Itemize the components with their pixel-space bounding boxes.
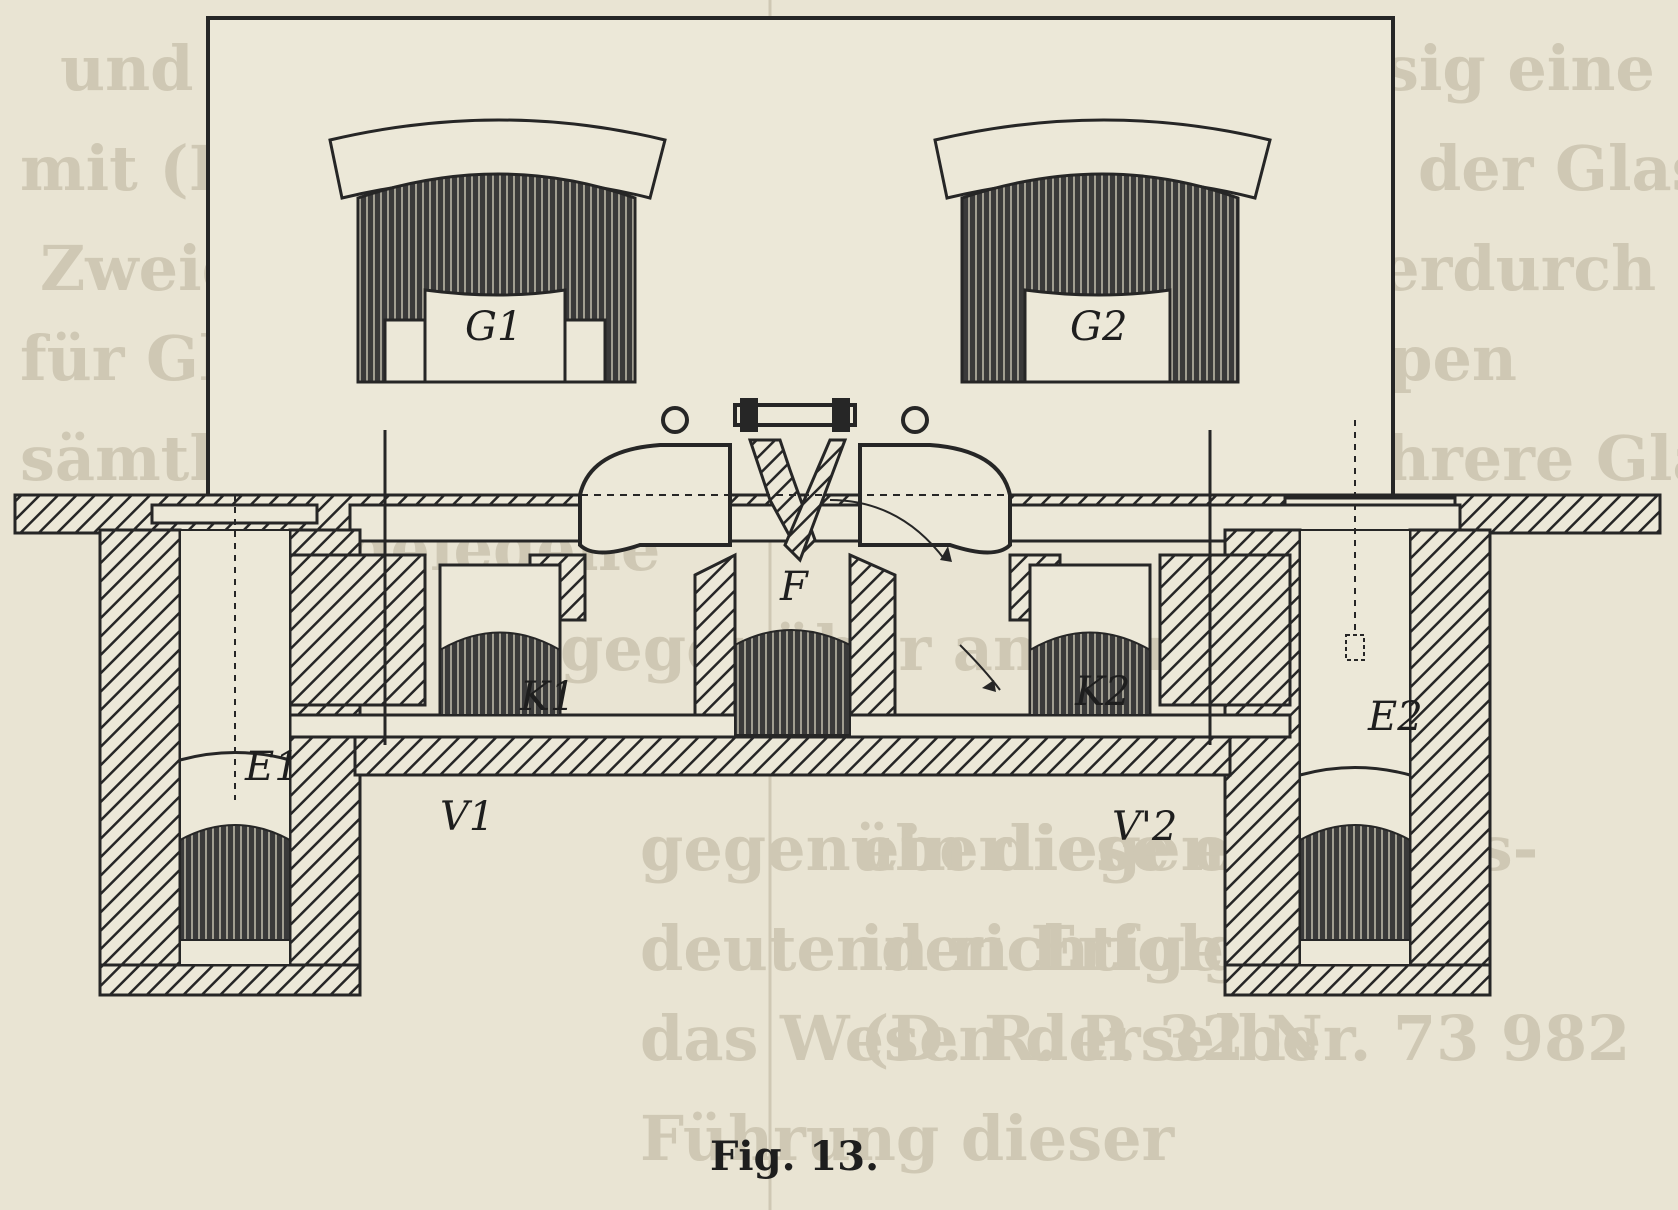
label-f: F [779, 564, 809, 610]
reversing-valve-f [555, 398, 1035, 692]
label-g2: G2 [1070, 304, 1127, 350]
connecting-channel-floor [353, 733, 1232, 777]
shaft-e2 [1299, 420, 1411, 966]
label-k2: K2 [1074, 669, 1130, 715]
chamber-k2 [1028, 563, 1152, 717]
bleed-right-line: (D. R. P. 32 Nr. 73 982 [860, 1002, 1630, 1075]
bleed-left-line: das Wesen derselbe [640, 1002, 1321, 1075]
label-e2: E2 [1367, 694, 1423, 740]
shaft-e1 [179, 495, 291, 966]
label-g1: G1 [465, 304, 522, 350]
label-e1: E1 [244, 744, 300, 790]
flow-arrow [959, 644, 1001, 691]
label-k1: K1 [519, 674, 575, 720]
figure-caption: Fig. 13. [710, 1133, 879, 1180]
glass-pot-g1 [328, 118, 667, 384]
right-shaft-wall-outer [1408, 528, 1492, 992]
glass-pot-g2 [933, 118, 1272, 384]
label-v2: V'2 [1112, 804, 1177, 850]
flow-arrow [829, 499, 946, 561]
bleed-left-line: Führung dieser [640, 1102, 1176, 1175]
left-shaft-wall-outer [98, 528, 182, 992]
bleed-left-line: deutenden Erfolg [640, 912, 1245, 985]
central-chamber [734, 629, 851, 736]
chamber-k1 [438, 563, 562, 717]
label-v1: V1 [440, 794, 494, 840]
